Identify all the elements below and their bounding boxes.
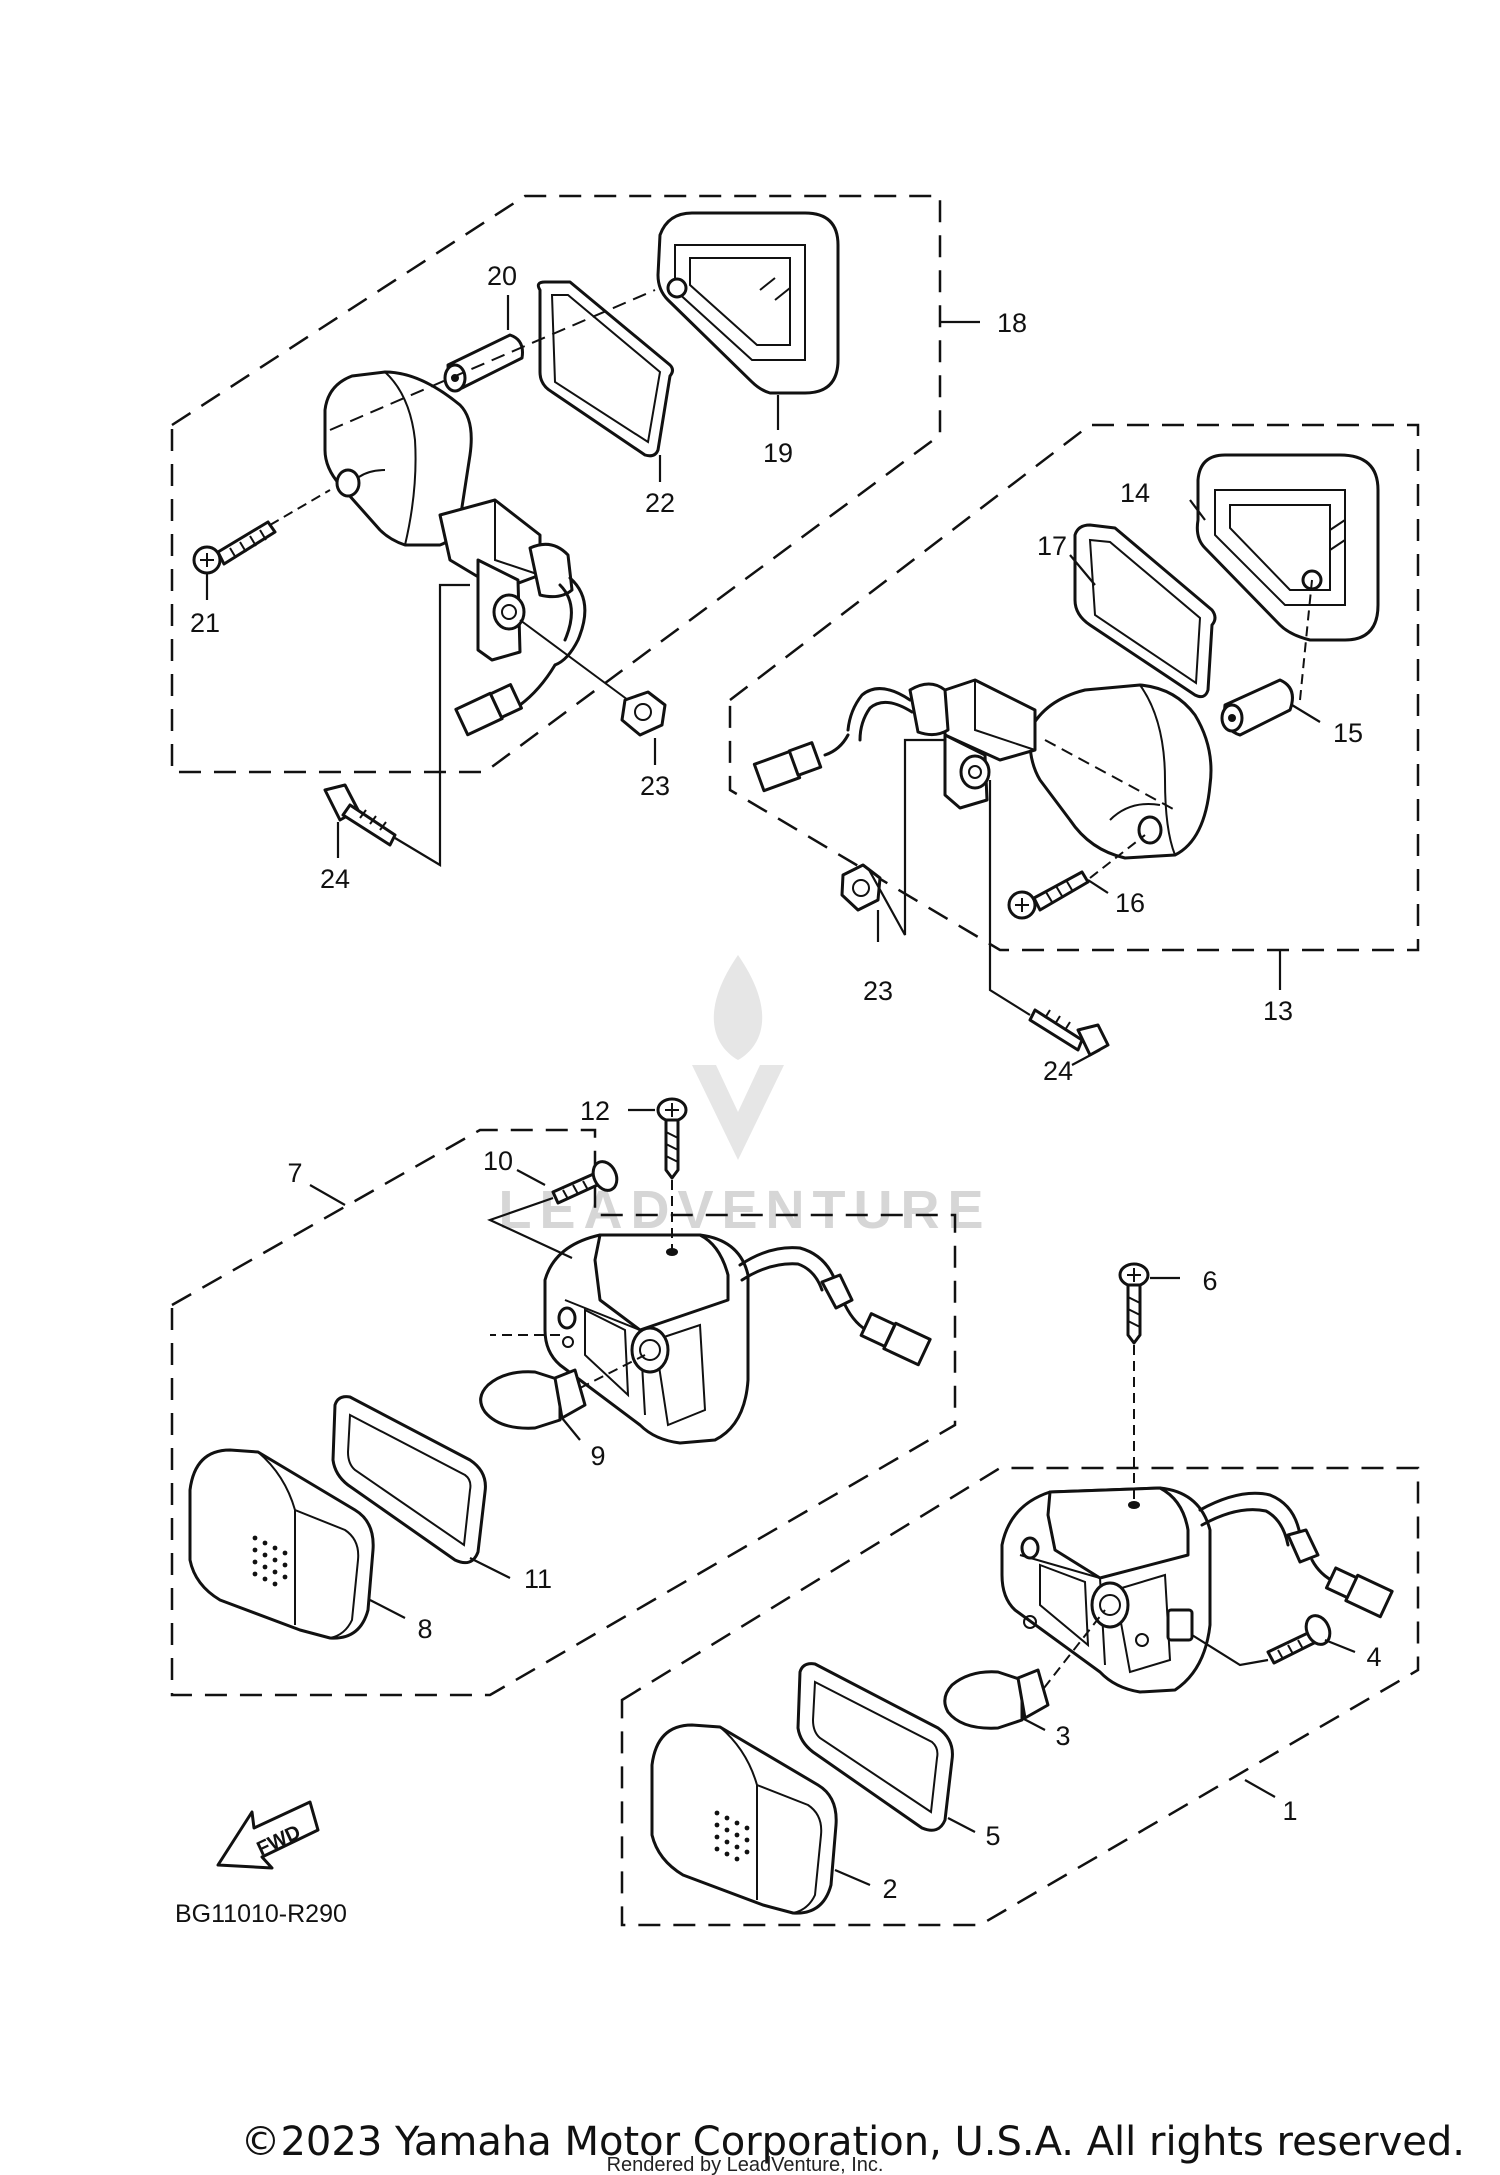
gasket-5	[796, 1662, 954, 1832]
gasket-11	[331, 1395, 487, 1565]
callout-4: 4	[1366, 1642, 1381, 1672]
flasher-housing-13	[1028, 683, 1213, 860]
assembly-18-front-left-flasher	[170, 194, 942, 867]
screw-16	[1007, 870, 1090, 920]
callout-21: 21	[190, 608, 220, 638]
gasket-22	[536, 280, 674, 458]
bolt-24b	[1028, 1008, 1110, 1057]
connector-18	[454, 663, 557, 737]
lens-19	[656, 211, 840, 395]
callout-13: 13	[1263, 996, 1293, 1026]
screw-21	[192, 520, 277, 575]
callout-24b: 24	[1043, 1056, 1073, 1086]
connector-13	[752, 733, 850, 793]
assembly-13-front-right-flasher	[728, 423, 1420, 1057]
lens-14	[1195, 453, 1380, 642]
callout-20: 20	[487, 261, 517, 291]
callout-6: 6	[1202, 1266, 1217, 1296]
lens-2-grille	[714, 1810, 750, 1862]
bulb-3	[943, 1668, 1050, 1730]
screw-4	[1266, 1614, 1332, 1665]
callout-24a: 24	[320, 864, 350, 894]
callout-labels: 18 19 20 22 21 23 24 14 17 15 16 23 13 2…	[190, 261, 1382, 1904]
screw-10	[551, 1160, 619, 1205]
callout-12: 12	[580, 1096, 610, 1126]
leader-lines	[205, 295, 1356, 1887]
callout-16: 16	[1115, 888, 1145, 918]
callout-11: 11	[524, 1564, 552, 1594]
callout-3: 3	[1055, 1721, 1070, 1751]
lens-8-grille	[252, 1535, 288, 1587]
callout-8: 8	[417, 1614, 432, 1644]
callout-1: 1	[1282, 1796, 1297, 1826]
fwd-arrow-icon: FWD	[216, 1800, 320, 1870]
bulb-15	[1220, 678, 1294, 737]
connector-7	[859, 1312, 932, 1367]
callout-5: 5	[985, 1821, 1000, 1851]
bulb-9	[479, 1368, 587, 1430]
callout-9: 9	[590, 1441, 605, 1471]
lens-8	[188, 1448, 375, 1640]
assembly-7-boundary	[170, 1128, 957, 1697]
assembly-1-boundary	[620, 1466, 1420, 1927]
assembly-7-rear-left-flasher	[170, 1097, 957, 1697]
callout-15: 15	[1333, 718, 1363, 748]
callout-18: 18	[997, 308, 1027, 338]
leadventure-watermark: LEADVENTURE	[498, 955, 984, 1240]
screw-12	[656, 1097, 688, 1180]
assembly-1-rear-right-flasher	[620, 1262, 1420, 1927]
nut-23a	[620, 690, 667, 737]
lens-2	[650, 1723, 838, 1915]
assembly-13-boundary	[728, 423, 1420, 952]
rendered-by-notice: Rendered by LeadVenture, Inc.	[607, 2154, 884, 2175]
callout-19: 19	[763, 438, 793, 468]
callout-7: 7	[287, 1158, 302, 1188]
assembly-18-boundary	[170, 194, 942, 774]
copyright-notice: ©2023 Yamaha Motor Corporation, U.S.A. A…	[240, 2119, 1465, 2165]
callout-14: 14	[1120, 478, 1150, 508]
callout-2: 2	[882, 1874, 897, 1904]
callout-23b: 23	[863, 976, 893, 1006]
screw-6	[1118, 1262, 1150, 1345]
diagram-code: BG11010-R290	[175, 1900, 347, 1928]
callout-23a: 23	[640, 771, 670, 801]
callout-22: 22	[645, 488, 675, 518]
nut-23b	[840, 863, 882, 912]
gasket-17	[1073, 523, 1217, 699]
connector-1	[1324, 1566, 1394, 1619]
callout-10: 10	[483, 1146, 513, 1176]
bolt-24a	[323, 783, 397, 847]
callout-17: 17	[1037, 531, 1067, 561]
